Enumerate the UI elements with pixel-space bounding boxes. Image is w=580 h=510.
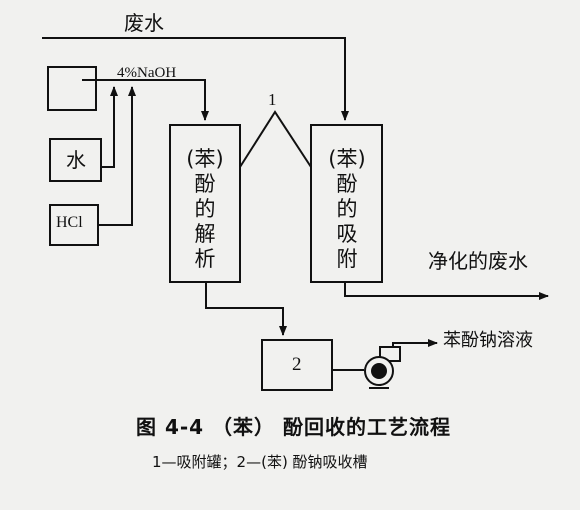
figure-caption-title: 图 4-4 （苯） 酚回收的工艺流程 [136, 415, 452, 439]
column-text-line: 解 [194, 222, 216, 246]
naoh-label: 4%NaOH [117, 65, 177, 81]
wastewater-feed-line [42, 37, 349, 121]
adsorption-column [310, 124, 383, 283]
hcl-feed-line [98, 86, 136, 226]
water-feed-line [101, 86, 118, 168]
callout-1-leader [239, 110, 312, 168]
desorption-outlet-line [205, 282, 287, 336]
column-text-line: (苯) [328, 147, 366, 171]
tank-2-number: 2 [292, 354, 302, 375]
desorption-column-text: (苯) 酚 的 解 析 [178, 147, 232, 272]
absorption-tank [261, 339, 333, 391]
hcl-tank [49, 204, 99, 246]
pump-icon [364, 346, 401, 389]
column-text-line: 酚 [194, 172, 216, 196]
column-text-line: 附 [336, 247, 358, 271]
column-text-line: 析 [194, 247, 216, 271]
figure-caption-legend: 1—吸附罐；2—(苯) 酚钠吸收槽 [152, 453, 368, 471]
water-tank [49, 138, 102, 182]
water-label: 水 [66, 148, 86, 172]
column-text-line: 的 [336, 197, 358, 221]
hcl-label: HCl [56, 214, 83, 231]
column-text-line: 酚 [336, 172, 358, 196]
naoh-tank [47, 66, 97, 111]
column-text-line: 吸 [336, 222, 358, 246]
purified-wastewater-label: 净化的废水 [428, 249, 528, 273]
callout-1-number: 1 [268, 90, 277, 109]
column-text-line: (苯) [186, 147, 224, 171]
wastewater-label: 废水 [124, 11, 164, 35]
purified-outlet-line [344, 282, 549, 300]
column-text-line: 的 [194, 197, 216, 221]
adsorption-column-text: (苯) 酚 的 吸 附 [320, 147, 374, 272]
naoh-feed-line [82, 79, 209, 121]
sodium-phenolate-label: 苯酚钠溶液 [443, 330, 533, 351]
